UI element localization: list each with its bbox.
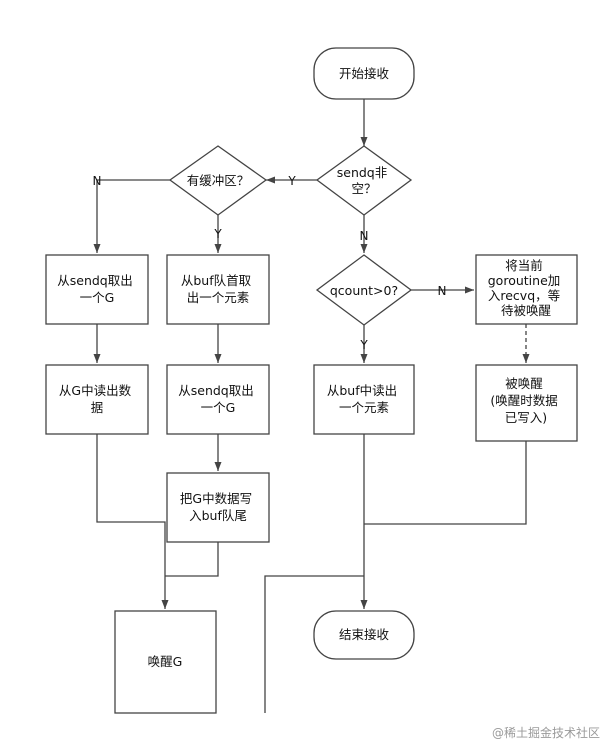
nodes: 开始接收 sendq非 空？ 有缓冲区？ 从sendq取出 一个G: [45, 47, 578, 714]
qcount-check-text: qcount>0?: [330, 283, 398, 298]
edge-woken-to-end: [364, 441, 527, 525]
edge-labels: Y N Y N N Y: [93, 174, 447, 352]
take-from-sendq-mid-box: 从sendq取出 一个G: [166, 364, 270, 435]
label-qcount-yes: Y: [359, 338, 368, 352]
take-buf-head-text: 从buf队首取 出一个元素: [181, 273, 255, 305]
read-from-g-text: 从G中读出数 据: [59, 383, 135, 415]
edge-buffer-check-no: [93, 179, 170, 253]
read-from-buf-text: 从buf中读出 一个元素: [327, 383, 401, 415]
buffer-check-decision: 有缓冲区？: [168, 145, 268, 216]
end-node-text: 结束接收: [339, 627, 390, 642]
take-from-sendq-mid-text: 从sendq取出 一个G: [178, 383, 257, 415]
buffer-check-text: 有缓冲区？: [187, 173, 250, 188]
edges: [93, 99, 530, 713]
start-node-text: 开始接收: [339, 66, 390, 81]
wake-g-text: 唤醒G: [148, 654, 183, 669]
read-from-g-box: 从G中读出数 据: [45, 364, 149, 435]
label-sendq-yes: Y: [287, 174, 296, 188]
woken-text: 被唤醒 (唤醒时数据 已写入): [490, 376, 561, 425]
take-from-sendq-left-box: 从sendq取出 一个G: [45, 254, 149, 325]
write-g-to-buf-box: 把G中数据写 入buf队尾: [166, 472, 270, 543]
take-from-sendq-left-text: 从sendq取出 一个G: [57, 273, 136, 305]
start-node: 开始接收: [313, 47, 415, 100]
watermark: @稀土掘金技术社区: [492, 725, 600, 740]
edge-wake-g-to-end: [264, 575, 364, 713]
sendq-check-decision: sendq非 空？: [315, 145, 413, 216]
read-from-buf-box: 从buf中读出 一个元素: [313, 364, 415, 435]
enqueue-recvq-text: 将当前 goroutine加 入recvq，等 待被唤醒: [488, 258, 565, 318]
qcount-check-decision: qcount>0?: [315, 254, 413, 326]
enqueue-recvq-box: 将当前 goroutine加 入recvq，等 待被唤醒: [475, 254, 578, 325]
write-g-to-buf-text: 把G中数据写 入buf队尾: [180, 491, 256, 523]
woken-box: 被唤醒 (唤醒时数据 已写入): [475, 364, 578, 442]
sendq-check-text: sendq非 空？: [337, 165, 391, 196]
edge-read-g-to-wake-g: [96, 434, 169, 609]
label-qcount-no: N: [438, 284, 447, 298]
label-buffer-yes: Y: [213, 227, 222, 241]
end-node: 结束接收: [313, 610, 415, 660]
label-buffer-no: N: [93, 174, 102, 188]
label-sendq-no: N: [360, 229, 369, 243]
take-buf-head-box: 从buf队首取 出一个元素: [166, 254, 270, 325]
edge-write-buf-to-wake-g: [165, 542, 219, 577]
wake-g-box: 唤醒G: [114, 610, 217, 714]
